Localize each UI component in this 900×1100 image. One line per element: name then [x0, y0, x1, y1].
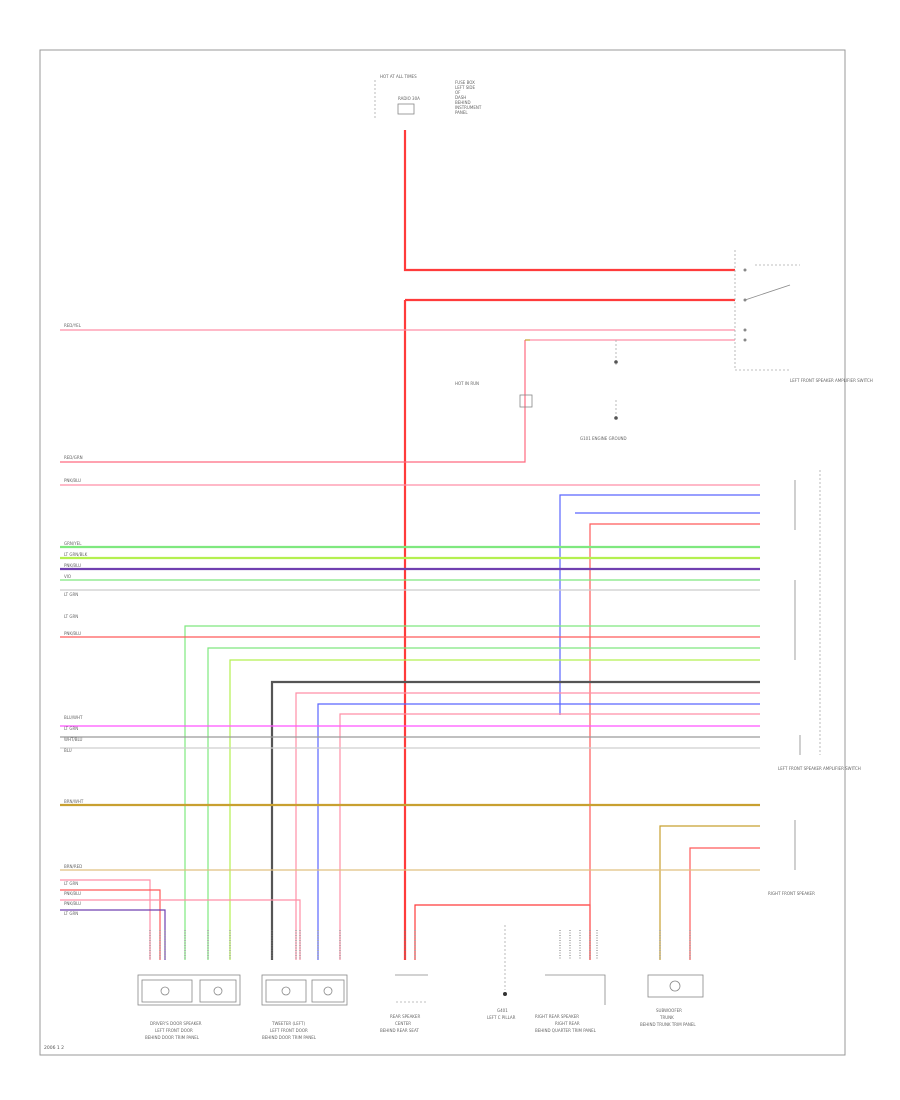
component-sub: LEFT FRONT DOOR	[155, 1028, 193, 1033]
component-tweeter: TWEETER (LEFT) LEFT FRONT DOOR BEHIND DO…	[261, 974, 348, 1040]
wire-label: BRN/RED	[64, 864, 82, 869]
speaker-icon	[281, 986, 291, 996]
component-note: BEHIND DOOR TRIM PANEL	[145, 1035, 200, 1040]
fuse-note-6: INSTRUMENT	[455, 105, 482, 110]
fuse-label: RADIO 30A	[398, 96, 420, 101]
lower-wires	[60, 803, 760, 960]
component-name: RIGHT REAR SPEAKER	[535, 1014, 579, 1019]
fuse-note-4: DASH	[455, 95, 466, 100]
amplifier-label: LEFT FRONT SPEAKER AMPLIFIER SWITCH	[778, 766, 861, 771]
power-feed-wire	[403, 130, 735, 960]
wire-label: LT GRN	[64, 726, 78, 731]
fuse-source: HOT AT ALL TIMES RADIO 30A FUSE BOX LEFT…	[374, 74, 482, 118]
wire-label: WHT/BLU	[64, 737, 83, 742]
component-sub: RIGHT REAR	[555, 1021, 580, 1026]
component-subwoofer: SUBWOOFER TRUNK BEHIND TRUNK TRIM PANEL	[640, 974, 704, 1027]
fuse-note-7: PANEL	[455, 110, 468, 115]
wire-label: VIO	[64, 574, 71, 579]
wire-label: RED/GRN	[64, 455, 83, 460]
left-wire-labels: RED/YEL RED/GRN PNK/BLU GRN/YEL LT GRN/B…	[64, 323, 88, 916]
component-name: DRIVER'S DOOR SPEAKER	[150, 1021, 202, 1026]
component-note: BEHIND QUARTER TRIM PANEL	[535, 1028, 597, 1033]
wire-label: LT GRN	[64, 911, 78, 916]
wire-label: LT GRN	[64, 881, 78, 886]
ground-icon	[503, 992, 507, 996]
splice-icon	[614, 360, 618, 364]
relay-note: HOT IN RUN	[455, 381, 479, 386]
component-sub: CENTER	[395, 1021, 411, 1026]
amplifier-wires	[60, 494, 760, 960]
speaker-switch: LEFT FRONT SPEAKER AMPLIFIER SWITCH	[734, 250, 873, 383]
bottom-components: DRIVER'S DOOR SPEAKER LEFT FRONT DOOR BE…	[137, 925, 704, 1040]
fuse-source-title: HOT AT ALL TIMES	[380, 74, 417, 79]
component-name: REAR SPEAKER	[390, 1014, 420, 1019]
wire-label: BRN/WHT	[64, 799, 84, 804]
wire-label: BLU/WHT	[64, 715, 83, 720]
wire-label: GRN/YEL	[64, 541, 82, 546]
component-name: SUBWOOFER	[656, 1008, 682, 1013]
wire-label: LT GRN	[64, 614, 78, 619]
wire-label: PNK/BLU	[64, 891, 81, 896]
wire-label: PNK/BLU	[64, 563, 81, 568]
fuse-note-1: FUSE BOX	[455, 80, 475, 85]
wire-label: RED/YEL	[64, 323, 82, 328]
speaker-icon	[323, 986, 333, 996]
diagram-frame	[39, 49, 846, 1056]
ground-note: G101 ENGINE GROUND	[580, 436, 627, 441]
page-label: 2006 1 2	[44, 1045, 64, 1051]
component-name: TWEETER (LEFT)	[271, 1021, 305, 1026]
wire-label: PNK/BLU	[64, 901, 81, 906]
component-sub: TRUNK	[659, 1015, 674, 1020]
mid-components: HOT IN RUN G101 ENGINE GROUND	[455, 340, 627, 441]
left-feed-wires	[60, 329, 760, 486]
speaker-icon	[160, 986, 170, 996]
fuse-note-3: OF	[455, 90, 461, 95]
wire-label: LT GRN	[64, 592, 78, 597]
wire-label: BLU	[64, 748, 72, 753]
component-right-rear-speaker: RIGHT REAR SPEAKER RIGHT REAR BEHIND QUA…	[535, 974, 606, 1033]
wire-label: LT GRN/BLK	[64, 552, 88, 557]
fuse-note-2: LEFT SIDE	[455, 85, 476, 90]
fuse-note-5: BEHIND	[455, 100, 471, 105]
component-note: BEHIND REAR SEAT	[380, 1028, 419, 1033]
component-note: BEHIND TRUNK TRIM PANEL	[640, 1022, 696, 1027]
right-bottom-connector: RIGHT FRONT SPEAKER	[768, 820, 815, 896]
speaker-icon	[669, 980, 681, 992]
component-driver-door-speaker: DRIVER'S DOOR SPEAKER LEFT FRONT DOOR BE…	[137, 974, 241, 1040]
relay-icon	[519, 394, 533, 408]
speaker-icon	[213, 986, 223, 996]
wire-label: PNK/BLU	[64, 478, 81, 483]
switch-label: LEFT FRONT SPEAKER AMPLIFIER SWITCH	[790, 378, 873, 383]
ground-point-icon	[614, 416, 618, 420]
component-name: G401	[497, 1008, 508, 1013]
fuse-icon	[397, 103, 415, 115]
connector-pins	[149, 930, 691, 960]
component-note: BEHIND DOOR TRIM PANEL	[262, 1035, 317, 1040]
component-sub: LEFT FRONT DOOR	[270, 1028, 308, 1033]
component-rear-speaker: REAR SPEAKER CENTER BEHIND REAR SEAT	[380, 974, 428, 1033]
component-sub: LEFT C PILLAR	[487, 1015, 516, 1020]
wire-label: PNK/BLU	[64, 631, 81, 636]
switch-contact-icon	[744, 284, 791, 301]
component-ground-g401: G401 LEFT C PILLAR	[487, 925, 516, 1020]
right-bottom-label: RIGHT FRONT SPEAKER	[768, 891, 815, 896]
amplifier-connector: LEFT FRONT SPEAKER AMPLIFIER SWITCH	[778, 470, 861, 771]
